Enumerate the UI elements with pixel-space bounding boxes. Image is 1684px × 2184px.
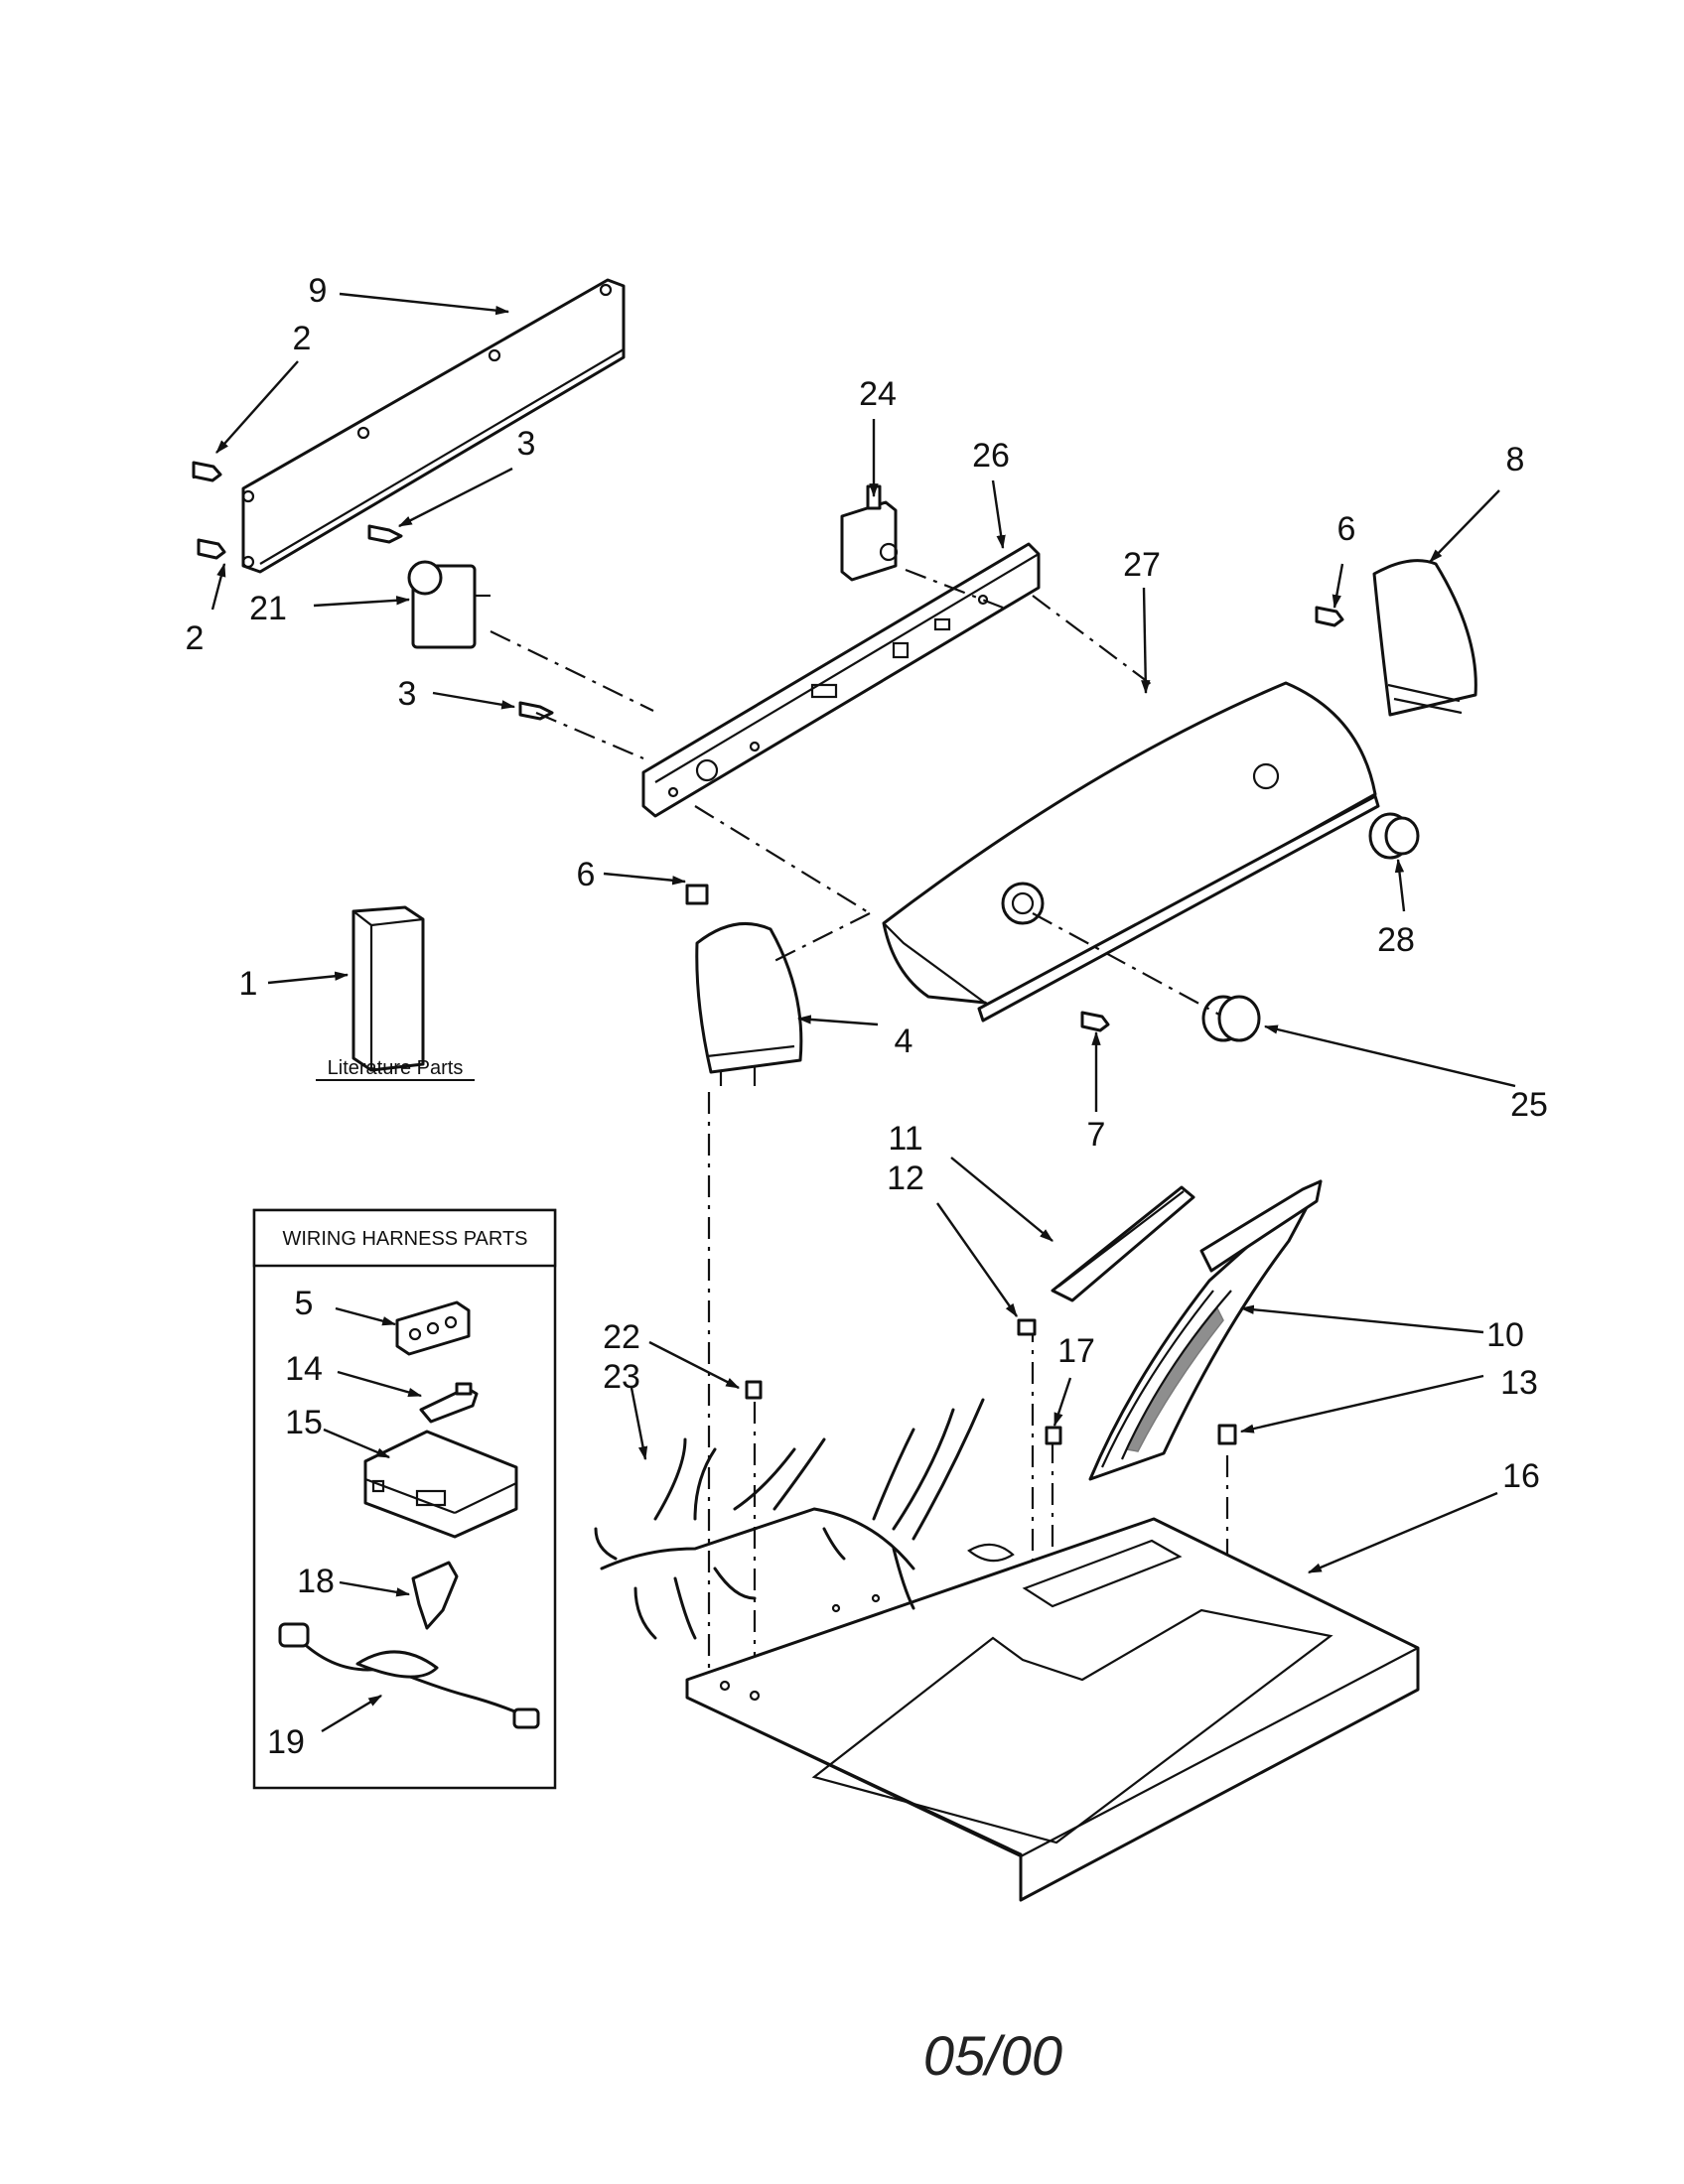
control-bracket-part xyxy=(641,542,1041,818)
screw-part-17 xyxy=(1045,1426,1062,1445)
callout-22: 22 xyxy=(603,1318,640,1356)
callout-26: 26 xyxy=(972,437,1010,475)
callout-18: 18 xyxy=(297,1563,335,1600)
screw-part-7 xyxy=(1080,1011,1110,1032)
knob-part-28 xyxy=(1368,812,1420,860)
screw-part-6-right xyxy=(1315,606,1344,627)
filter-cover-part xyxy=(1051,1185,1195,1302)
literature-part xyxy=(351,905,425,1072)
switch-part xyxy=(840,484,899,582)
callout-25: 25 xyxy=(1510,1086,1548,1124)
callout-3-bottom: 3 xyxy=(398,675,417,713)
callout-13: 13 xyxy=(1500,1364,1538,1402)
callout-7: 7 xyxy=(1087,1116,1106,1154)
callout-9: 9 xyxy=(309,272,328,310)
screw-part-3-top xyxy=(367,524,403,544)
screw-part-3-bottom xyxy=(518,701,554,721)
clip-part-18 xyxy=(411,1561,459,1630)
console-part xyxy=(882,681,1380,1023)
callout-labels: 9 2 3 2 21 3 24 26 27 6 8 6 1 4 7 28 25 … xyxy=(186,272,1548,1761)
callout-6-right: 6 xyxy=(1337,510,1356,548)
screw-part-6-left xyxy=(685,884,709,905)
callout-27: 27 xyxy=(1123,546,1161,584)
callout-12: 12 xyxy=(887,1160,924,1197)
callout-10: 10 xyxy=(1486,1316,1524,1354)
callout-23: 23 xyxy=(603,1358,640,1396)
timer-part xyxy=(407,560,491,649)
clip-part-12 xyxy=(1017,1318,1037,1336)
callout-5: 5 xyxy=(295,1285,314,1322)
knob-part-25 xyxy=(1201,995,1261,1042)
callout-16: 16 xyxy=(1502,1457,1540,1495)
screw-part-2-top xyxy=(192,461,222,482)
callout-24: 24 xyxy=(859,375,897,413)
wiring-harness-box: WIRING HARNESS PARTS xyxy=(252,1208,557,1790)
terminal-part-14 xyxy=(419,1382,479,1424)
terminal-block-part-15 xyxy=(363,1430,518,1539)
wiring-harness-part xyxy=(594,1398,985,1640)
rear-panel-part xyxy=(241,278,626,574)
cable-part-19 xyxy=(278,1622,540,1729)
assembly-guides xyxy=(490,568,1229,1678)
callout-1: 1 xyxy=(239,965,258,1003)
clip-part-22 xyxy=(745,1380,763,1400)
duct-part xyxy=(1088,1179,1323,1481)
callout-17: 17 xyxy=(1057,1332,1095,1370)
callout-2-top: 2 xyxy=(293,320,312,357)
wiring-box-title: WIRING HARNESS PARTS xyxy=(282,1228,527,1250)
callout-19: 19 xyxy=(267,1723,305,1761)
screw-part-2-bottom xyxy=(197,538,226,560)
screw-part-13 xyxy=(1217,1424,1237,1445)
callout-15: 15 xyxy=(285,1404,323,1441)
end-cap-part-4 xyxy=(695,922,803,1086)
callout-21: 21 xyxy=(249,590,287,627)
connector-part-5 xyxy=(395,1300,471,1356)
callout-11: 11 xyxy=(888,1120,922,1158)
callout-2-bottom: 2 xyxy=(186,619,205,657)
callout-8: 8 xyxy=(1506,441,1525,478)
callout-14: 14 xyxy=(285,1350,323,1388)
callout-4: 4 xyxy=(895,1023,913,1060)
base-part xyxy=(685,1517,1420,1902)
callout-arrows xyxy=(210,292,1516,1733)
end-cap-part-8 xyxy=(1372,559,1477,717)
callout-28: 28 xyxy=(1377,921,1415,959)
literature-label: Literature Parts xyxy=(328,1057,464,1079)
callout-6-left: 6 xyxy=(577,856,596,893)
callout-3-top: 3 xyxy=(517,425,536,463)
date-code: 05/00 xyxy=(923,2024,1062,2087)
